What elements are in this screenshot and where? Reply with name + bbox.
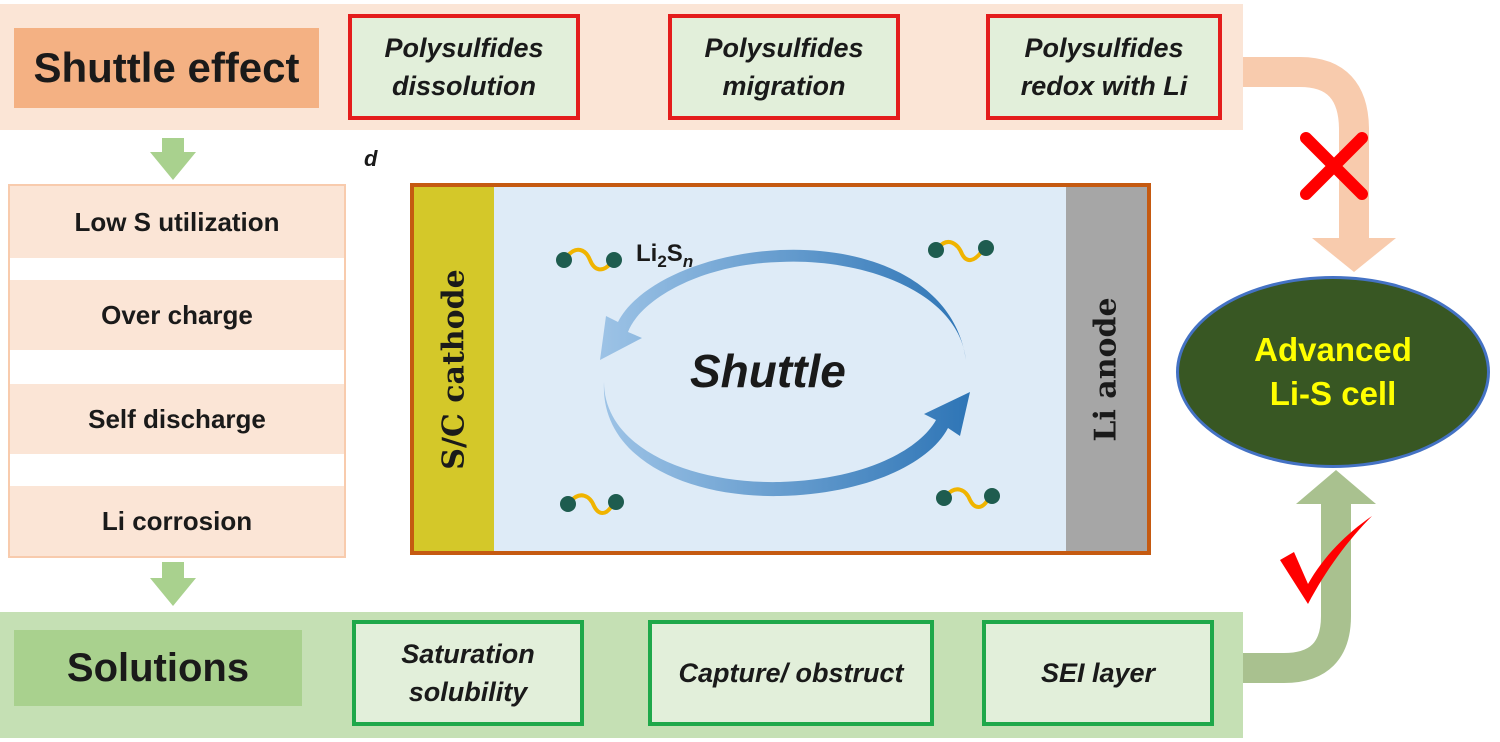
cause-polysulfides-dissolution: Polysulfides dissolution	[348, 14, 580, 120]
approved-connector-arrow	[1243, 502, 1351, 683]
species-sub1: 2	[657, 251, 667, 271]
polysulfide-species-label: Li2Sn	[636, 240, 693, 272]
solutions-title: Solutions	[14, 630, 302, 706]
species-mid: S	[666, 240, 683, 267]
cause-polysulfides-redox: Polysulfides redox with Li	[986, 14, 1222, 120]
polysulfide-molecule-icon	[928, 240, 994, 262]
solution-saturation-solubility: Saturation solubility	[352, 620, 584, 726]
polysulfide-molecule-icon	[560, 493, 624, 515]
consequence-low-s-utilization: Low S utilization	[10, 186, 344, 258]
anode: Li anode	[1066, 187, 1147, 551]
shuttle-effect-title: Shuttle effect	[14, 28, 319, 108]
shuttle-center-label: Shuttle	[690, 345, 846, 397]
cause-line1: Polysulfides	[1024, 33, 1184, 63]
down-arrow-to-consequences	[150, 138, 196, 180]
polysulfide-molecule-icon	[556, 247, 622, 272]
result-line2: Li-S cell	[1269, 375, 1397, 412]
cause-line2: migration	[722, 71, 846, 101]
cross-mark-icon	[1300, 132, 1368, 200]
cause-line2: dissolution	[391, 71, 536, 101]
cause-line2: redox with Li	[1020, 71, 1188, 101]
shuttle-cycle-arrows-icon	[600, 249, 970, 497]
solution-line1: Capture/ obstruct	[678, 658, 904, 688]
blocked-connector-arrowhead	[1312, 238, 1396, 272]
consequence-self-discharge: Self discharge	[10, 384, 344, 454]
solution-capture-obstruct: Capture/ obstruct	[648, 620, 934, 726]
upper-arc-arrow	[600, 249, 966, 360]
solution-line1: Saturation	[401, 639, 535, 669]
down-arrow-to-solutions	[150, 562, 196, 606]
species-base: Li	[636, 240, 658, 267]
polysulfide-molecule-icon	[936, 487, 1000, 509]
solution-line2: solubility	[408, 677, 528, 707]
solution-sei-layer: SEI layer	[982, 620, 1214, 726]
result-line1: Advanced	[1254, 331, 1412, 368]
consequence-over-charge: Over charge	[10, 280, 344, 350]
solution-line1: SEI layer	[1040, 658, 1156, 688]
cathode: S/C cathode	[414, 187, 494, 551]
check-mark-icon	[1280, 516, 1372, 604]
blocked-connector-arrow	[1243, 57, 1369, 240]
panel-label: d	[364, 146, 378, 171]
consequence-li-corrosion: Li corrosion	[10, 486, 344, 556]
lower-arc-arrow	[603, 382, 970, 497]
cause-line1: Polysulfides	[704, 33, 864, 63]
cause-line1: Polysulfides	[384, 33, 544, 63]
cause-polysulfides-migration: Polysulfides migration	[668, 14, 900, 120]
approved-connector-arrowhead	[1296, 470, 1376, 504]
species-sub2: n	[682, 251, 694, 271]
